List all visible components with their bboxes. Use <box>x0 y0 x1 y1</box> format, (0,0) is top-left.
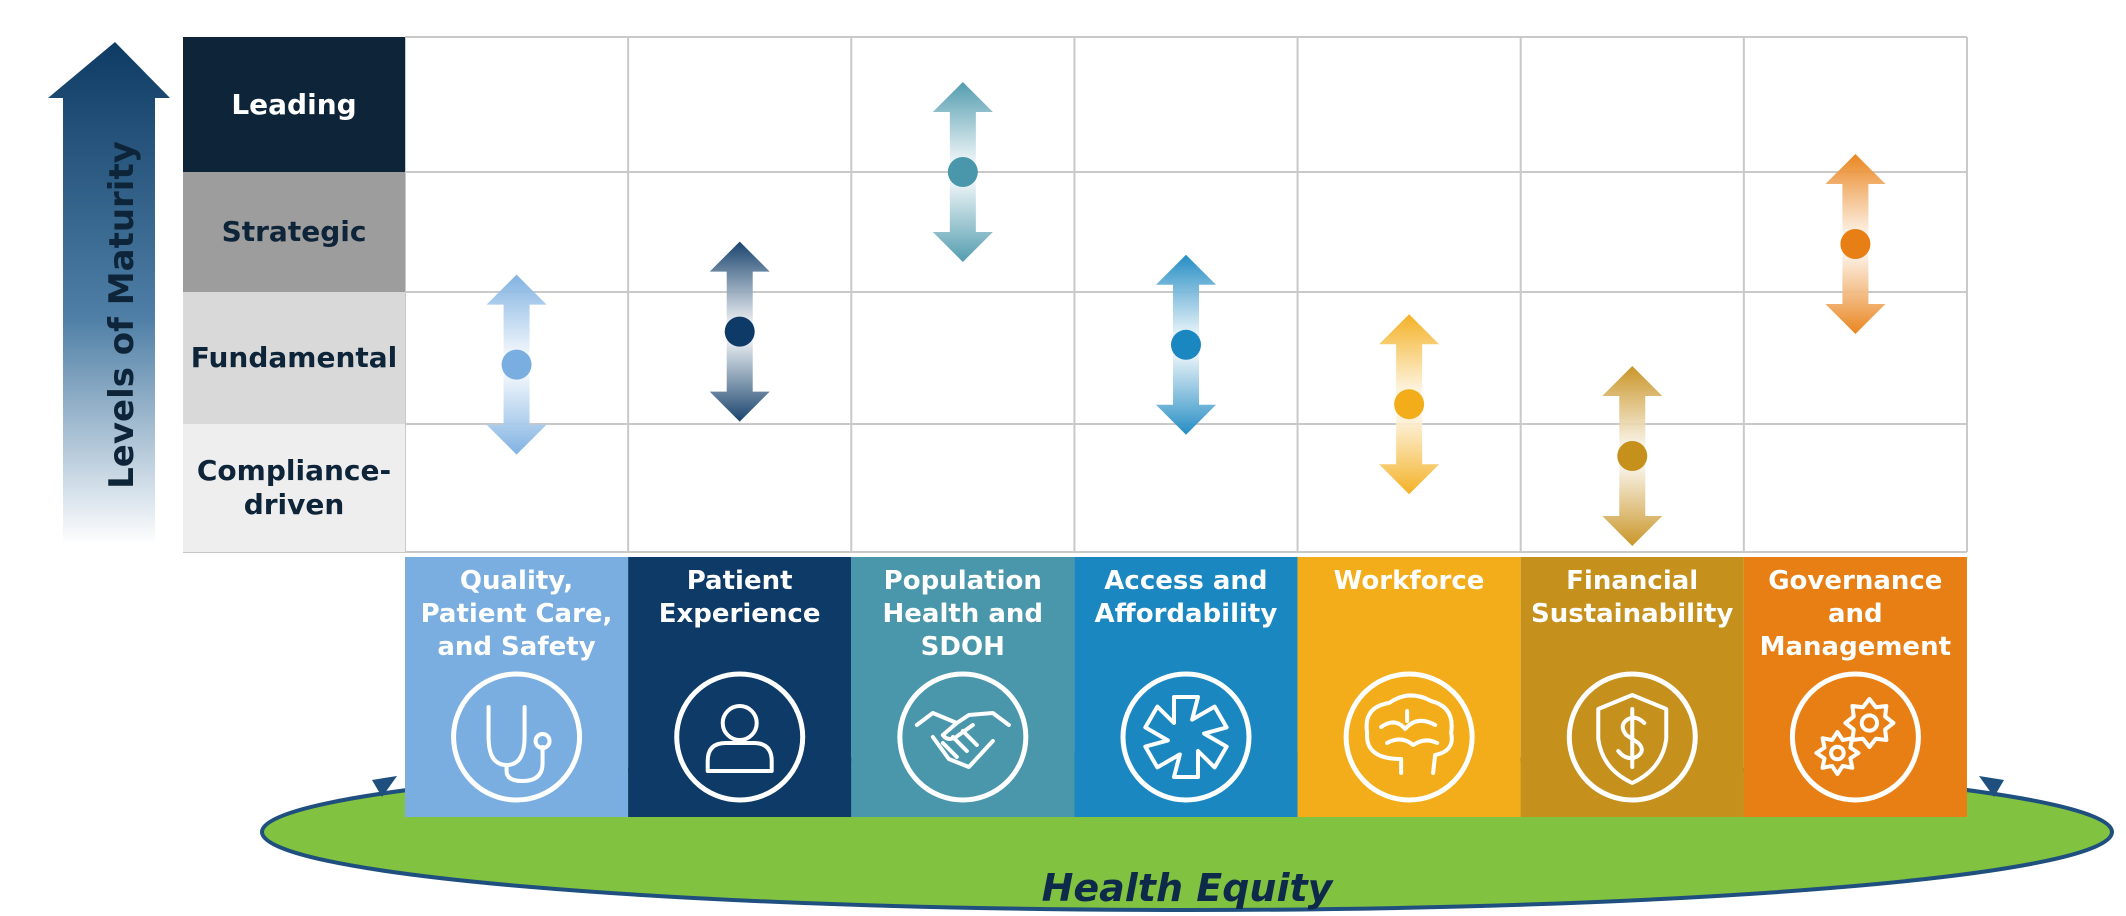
brain-icon <box>1343 671 1475 803</box>
domain-label-quality: Quality, Patient Care, and Safety <box>420 566 613 662</box>
domain-tile-governance <box>1743 557 1967 817</box>
domain-label-financial: Financial Sustainability <box>1530 566 1734 629</box>
maturity-axis-label: Levels of Maturity <box>102 141 142 489</box>
domain-label-governance: Governance and Management <box>1759 566 1952 662</box>
maturity-marker-access-and <box>1170 329 1201 360</box>
domain-label-workforce: Workforce <box>1333 566 1485 596</box>
equity-arrowhead-right <box>1979 776 2004 797</box>
level-label-leading: Leading <box>183 37 405 172</box>
level-label-fundamental: Fundamental <box>183 292 405 424</box>
equity-arrowhead-left <box>372 776 397 797</box>
dollar-shield-icon <box>1566 671 1698 803</box>
maturity-marker-financial <box>1617 441 1648 471</box>
maturity-marker-population <box>947 157 978 187</box>
person-icon <box>674 671 806 803</box>
stethoscope-icon <box>451 671 583 803</box>
medical-star-icon <box>1120 671 1252 803</box>
level-label-compliance-driven: Compliance- driven <box>183 424 405 552</box>
maturity-marker-patient <box>724 316 755 347</box>
handshake-icon <box>897 671 1029 803</box>
maturity-marker-quality <box>501 349 532 380</box>
health-equity-label: Health Equity <box>1041 866 1333 910</box>
level-label-strategic: Strategic <box>183 172 405 292</box>
maturity-marker-governance <box>1840 229 1871 259</box>
domain-tile-patient <box>628 557 852 817</box>
domain-tile-access-and <box>1074 557 1298 817</box>
domain-label-patient: Patient Experience <box>658 566 821 629</box>
maturity-marker-workforce <box>1394 389 1425 420</box>
domain-tile-workforce <box>1297 557 1521 817</box>
maturity-axis-arrow <box>48 42 170 545</box>
domain-label-access-and: Access and Affordability <box>1094 566 1278 629</box>
gears-icon <box>1789 671 1921 803</box>
domain-tile-financial <box>1520 557 1744 817</box>
domain-tile-population <box>851 557 1075 817</box>
maturity-grid <box>183 36 1968 553</box>
domain-label-population: Population Health and SDOH <box>882 566 1044 662</box>
domain-tile-quality <box>405 557 629 817</box>
